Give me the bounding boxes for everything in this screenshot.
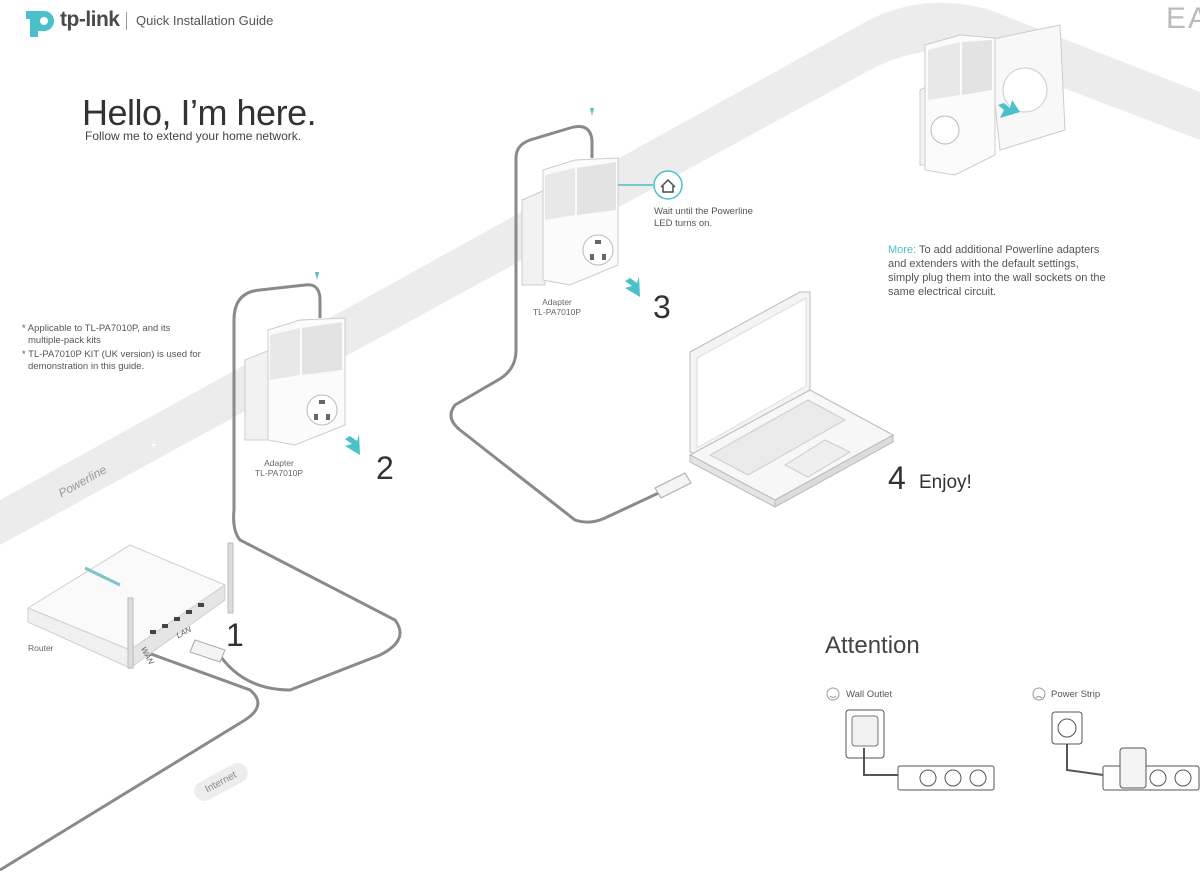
ethernet-plug-2	[654, 472, 692, 499]
led-note-line1: Wait until the Powerline	[654, 206, 753, 217]
bolt-icon	[150, 438, 157, 452]
step-2-number: 2	[376, 450, 394, 486]
smile-icon	[826, 687, 840, 701]
power-strip-label: Power Strip	[1051, 689, 1101, 700]
more-text: To add additional Powerline adapters and…	[888, 244, 1106, 298]
ethernet-plug	[189, 639, 226, 663]
home-led-icon	[653, 170, 683, 200]
more-note: More: To add additional Powerline adapte…	[888, 243, 1108, 299]
step-3-number: 3	[653, 289, 671, 325]
ethernet-cable-2	[449, 125, 666, 524]
attention-title: Attention	[825, 632, 920, 659]
led-note: Wait until the Powerline LED turns on.	[654, 206, 774, 230]
arrow-icon	[625, 276, 640, 297]
tp-link-logo	[22, 5, 58, 37]
adapter-3-illustration	[521, 157, 653, 286]
adapter-2-label: Adapter TL-PA7010P	[248, 458, 310, 478]
note-line: demonstration in this guide.	[28, 361, 145, 372]
header-divider	[126, 12, 127, 30]
brand-name: tp-link	[60, 8, 120, 31]
frown-icon	[1032, 687, 1046, 701]
arrow-icon	[345, 434, 360, 455]
adapter-3-label: Adapter TL-PA7010P	[526, 297, 588, 317]
bolt-icon	[1128, 134, 1135, 148]
wall-outlet-label: Wall Outlet	[846, 689, 893, 700]
adapter-2-label-line2: TL-PA7010P	[254, 468, 304, 478]
eac-mark: EAC	[1166, 2, 1200, 35]
note-line: * TL-PA7010P KIT (UK version) is used fo…	[22, 349, 201, 360]
powerline-band	[0, 2, 1200, 545]
led-note-line2: LED turns on.	[654, 218, 713, 229]
arrow-down-icon	[315, 272, 319, 280]
step-4-label: Enjoy!	[919, 472, 972, 493]
adapter-3-label-line2: TL-PA7010P	[532, 307, 582, 317]
wall-adapter-illustration	[919, 24, 1066, 176]
hero-subtitle: Follow me to extend your home network.	[85, 129, 302, 143]
arrow-icon	[998, 100, 1020, 118]
router-label: Router	[28, 643, 54, 653]
power-strip-illustration	[1051, 711, 1200, 791]
laptop-illustration	[688, 291, 895, 508]
applicability-notes: * Applicable to TL-PA7010P, and its mult…	[22, 323, 222, 373]
note-line: * Applicable to TL-PA7010P, and its	[22, 323, 171, 334]
wall-outlet-illustration	[845, 709, 995, 791]
step-4-number: 4	[888, 460, 906, 496]
router-illustration	[26, 542, 234, 669]
adapter-3-label-line1: Adapter	[542, 297, 572, 307]
internet-cable	[0, 648, 260, 872]
guide-title: Quick Installation Guide	[136, 13, 274, 28]
internet-tag	[194, 763, 248, 801]
adapter-2-illustration	[244, 317, 346, 446]
step-1-number: 1	[226, 617, 244, 653]
hero-title: Hello, I’m here.	[82, 92, 317, 133]
arrow-down-icon	[590, 108, 594, 116]
more-prefix: More:	[888, 244, 917, 256]
adapter-2-label-line1: Adapter	[264, 458, 294, 468]
ethernet-cable	[213, 283, 402, 692]
note-line: multiple-pack kits	[28, 335, 101, 346]
